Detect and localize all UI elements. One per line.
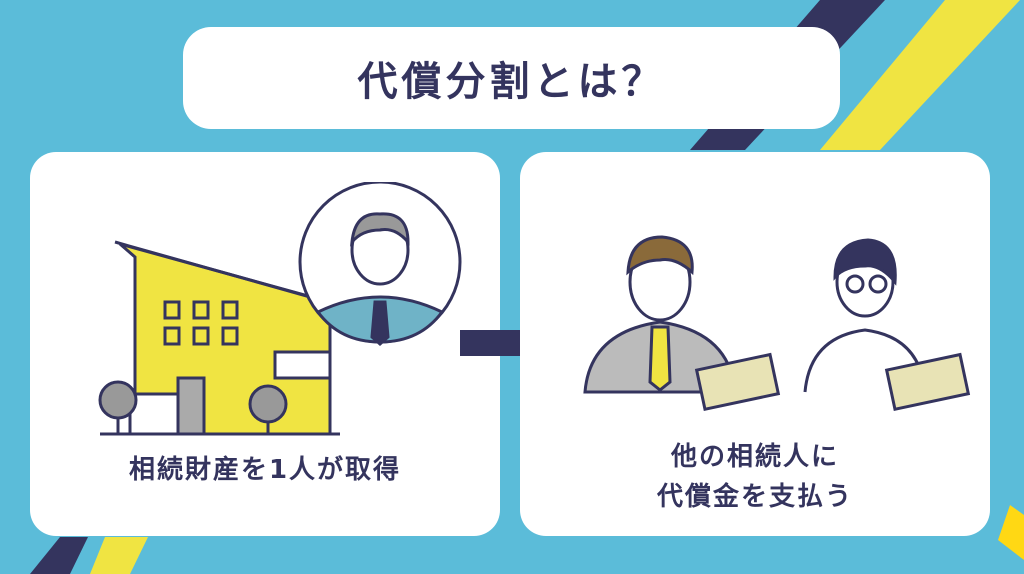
navy-stripe-bottom [30,537,88,574]
yellow-stripe-bottom [90,537,148,574]
yellow-stripe-top [820,0,1020,150]
right-caption-line1: 他の相続人に [670,442,839,472]
page-title: 代償分割とは？ [357,59,666,105]
heir-avatar-icon [298,182,462,346]
right-panel: 他の相続人に 代償金を支払う [520,152,990,536]
man-with-money-icon [583,235,781,412]
woman-with-money-icon [803,238,971,412]
house-icon [98,240,340,436]
yellow-diamond [998,505,1024,560]
left-caption: 相続財産を1人が取得 [128,455,402,485]
right-caption-line2: 代償金を支払う [656,482,853,512]
right-caption: 他の相続人に 代償金を支払う [520,437,990,517]
house-and-heir-illustration [98,182,462,436]
title-box: 代償分割とは？ [183,27,840,129]
other-heirs-illustration [583,235,971,412]
left-panel: 相続財産を1人が取得 [30,152,500,536]
